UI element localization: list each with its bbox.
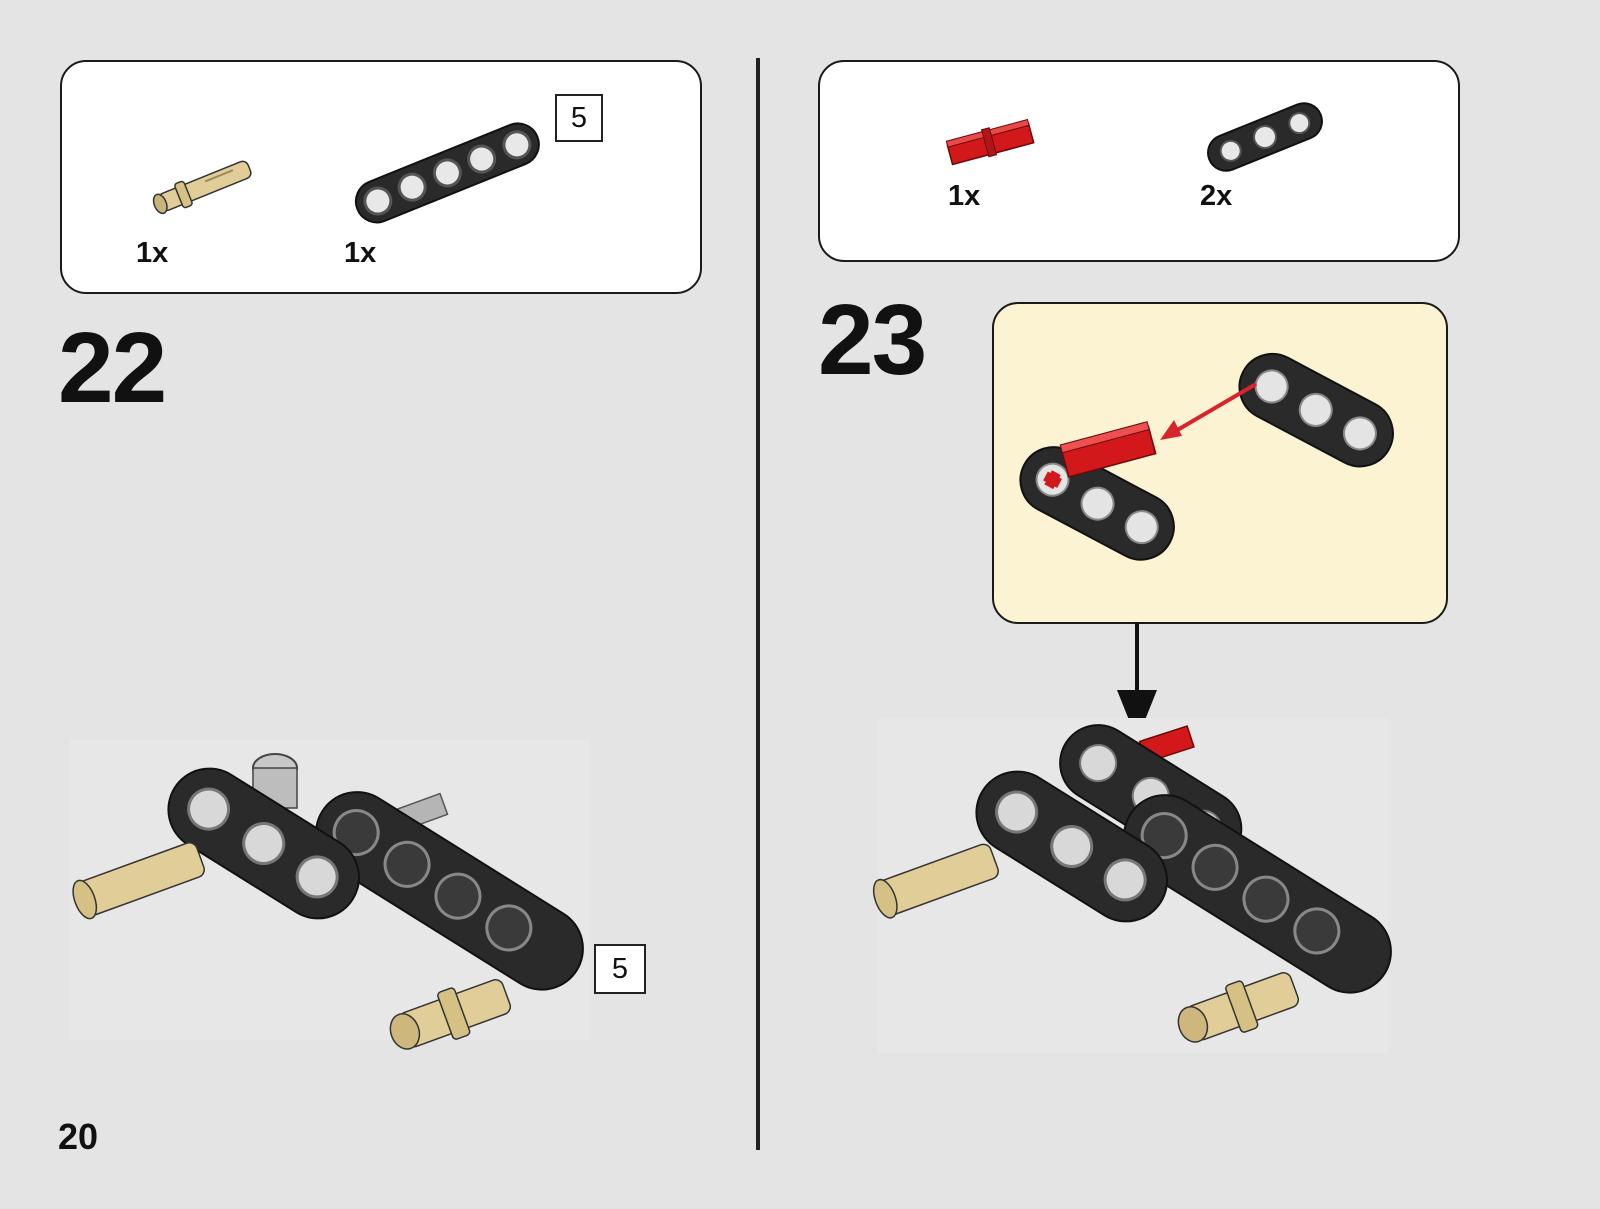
page-number: 20 (58, 1116, 98, 1158)
step-23-assembly-illustration (878, 718, 1398, 1058)
step-23-part-1-quantity: 1x (948, 180, 980, 213)
red-axle-icon (940, 112, 1040, 172)
assembly-length-tag: 5 (594, 944, 646, 994)
step-22-number: 22 (58, 318, 165, 418)
step-22-part-2-quantity: 1x (344, 237, 376, 270)
step-22-assembly-illustration (70, 740, 650, 1060)
step-22-parts-list: 1x 1x 5 (60, 60, 702, 294)
black-5-hole-beam-icon (342, 112, 552, 232)
column-divider (756, 58, 760, 1150)
sub-assembly-callout (992, 302, 1448, 624)
step-23-part-2-quantity: 2x (1200, 180, 1232, 213)
beam-length-tag: 5 (555, 94, 603, 142)
black-3-hole-beam-icon (1200, 97, 1330, 177)
step-22-part-1-quantity: 1x (136, 237, 168, 270)
tan-friction-pin-icon (137, 152, 267, 222)
step-23-number: 23 (818, 290, 925, 390)
step-23-parts-list: 1x 2x (818, 60, 1460, 262)
callout-illustration (994, 304, 1446, 622)
